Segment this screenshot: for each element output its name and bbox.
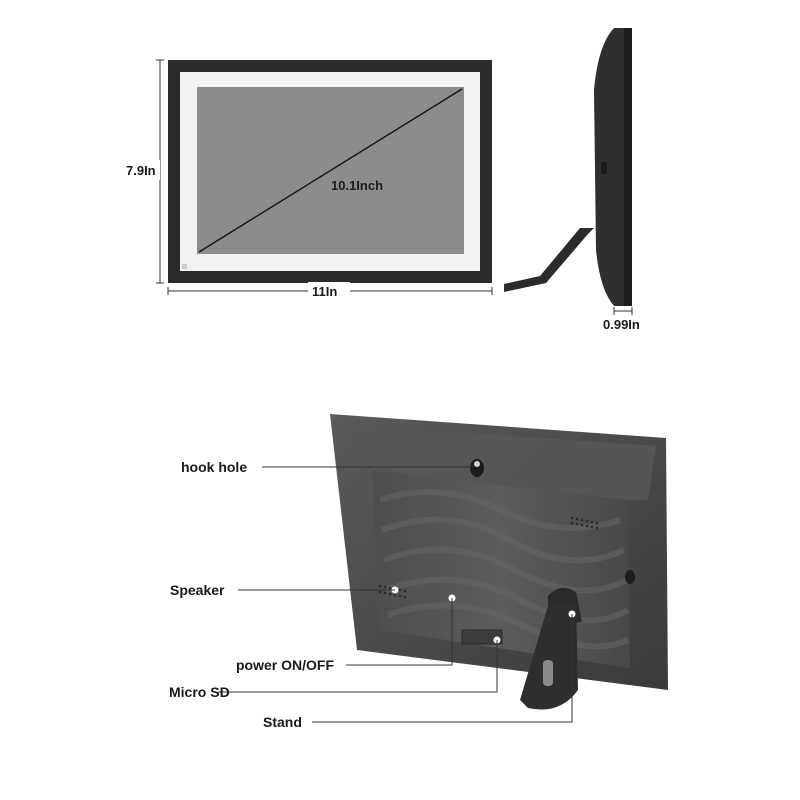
side-port <box>601 162 607 174</box>
height-label-bg <box>124 160 160 180</box>
side-hook-icon <box>625 570 635 584</box>
diagonal-label: 10.1Inch <box>331 178 383 193</box>
width-label-bg <box>308 282 350 300</box>
side-view: 0.99In <box>504 28 640 332</box>
micro-sd-label: Micro SD <box>169 684 230 700</box>
micro-sd-slot <box>461 629 503 645</box>
diagonal-line <box>198 88 463 253</box>
stand-leader <box>312 614 573 723</box>
side-frame-body <box>594 28 632 306</box>
stand-label: Stand <box>263 714 302 730</box>
side-stand <box>504 228 594 292</box>
height-label: 7.9In <box>126 163 156 178</box>
side-frame-edge <box>624 28 632 306</box>
micro-sd-leader <box>218 640 498 693</box>
power-leader <box>346 598 453 666</box>
back-bevel <box>340 424 656 500</box>
stand-slot <box>543 660 553 686</box>
depth-label: 0.99In <box>603 317 640 332</box>
stand-leg <box>520 604 578 710</box>
front-sensor-icon <box>182 264 187 269</box>
hook-hole-icon <box>470 459 484 477</box>
width-label: 11In <box>312 284 337 299</box>
speaker-label: Speaker <box>170 582 225 598</box>
callout-lines <box>218 466 573 723</box>
power-label: power ON/OFF <box>236 657 334 673</box>
front-view: 10.1Inch 7.9In 11In <box>124 59 493 300</box>
hook-hole-label: hook hole <box>181 459 247 475</box>
hook-hole-marker <box>474 461 480 467</box>
back-view <box>330 414 668 710</box>
back-wave-texture <box>379 489 630 650</box>
vent-grille-icon <box>570 516 599 530</box>
